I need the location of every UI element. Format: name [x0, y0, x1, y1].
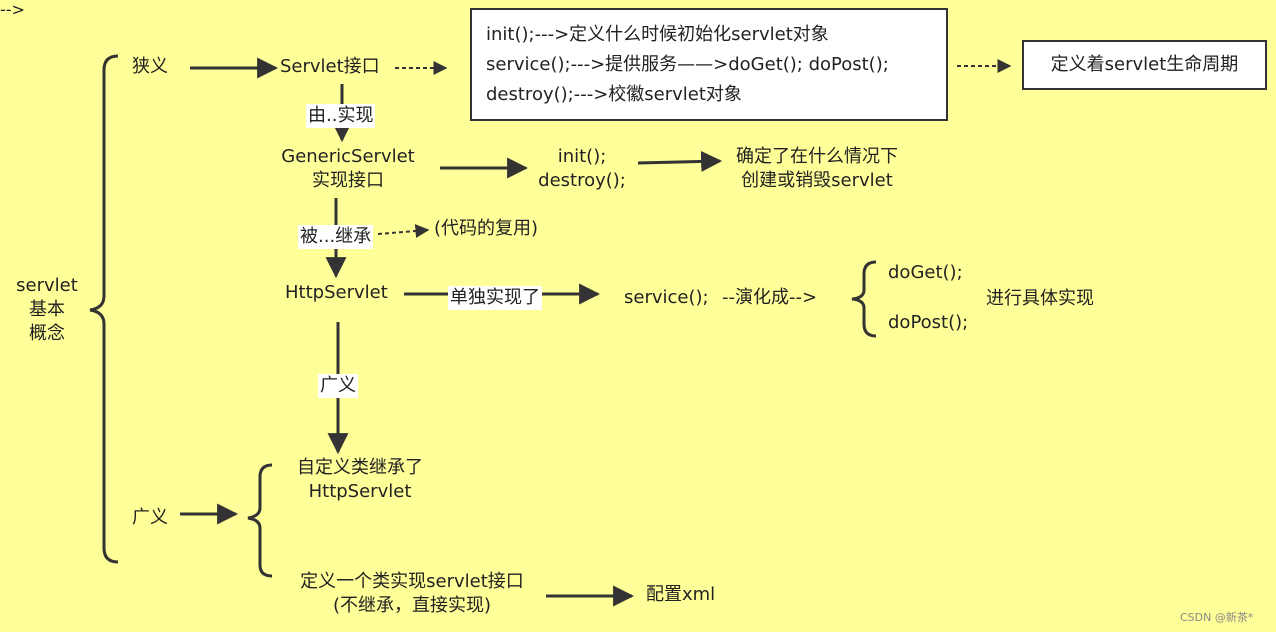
broad-label: 广义 [132, 507, 168, 528]
box-line-destroy: destroy();--->校徽servlet对象 [486, 84, 742, 105]
concrete-implementation-label: 进行具体实现 [986, 288, 1094, 309]
config-xml-node: 配置xml [646, 584, 716, 605]
box-line-init: init();--->定义什么时候初始化servlet对象 [486, 24, 829, 45]
box-line-service: service();--->提供服务——>doGet(); doPost(); [486, 54, 889, 75]
servlet-interface-node: Servlet接口 [280, 56, 380, 77]
lifecycle-summary-label: 定义着servlet生命周期 [1050, 54, 1239, 75]
root-label: servlet 基本 概念 [16, 275, 78, 344]
do-methods-brace [851, 260, 877, 338]
http-servlet-node: HttpServlet [285, 282, 388, 303]
edge-label-separately-implemented: 单独实现了 [448, 286, 542, 310]
service-node: service(); [624, 287, 709, 308]
narrow-label: 狭义 [132, 56, 168, 77]
lifecycle-summary-box: 定义着servlet生命周期 [1022, 40, 1267, 90]
lifecycle-methods-box: init();--->定义什么时候初始化servlet对象 service();… [470, 8, 948, 121]
watermark: CSDN @新茶* [1180, 611, 1254, 624]
code-reuse-note: (代码的复用) [434, 218, 539, 239]
root-brace [89, 54, 119, 564]
dashed-arrow-to-code-reuse [377, 224, 430, 238]
generic-servlet-node: GenericServlet 实现接口 [281, 146, 415, 191]
edge-label-inherited-by: 被...继承 [298, 225, 374, 249]
broad-brace [247, 463, 273, 578]
generic-description-node: 确定了在什么情况下 创建或销毁servlet [736, 146, 898, 191]
define-class-node: 定义一个类实现servlet接口 (不继承，直接实现) [300, 571, 524, 616]
generic-methods-node: init(); destroy(); [538, 146, 626, 191]
arrow-methods-to-desc [637, 150, 723, 172]
custom-class-node: 自定义类继承了 HttpServlet [297, 457, 423, 502]
evolves-into-label: --演化成--> [722, 287, 818, 308]
edge-label-broad: 广义 [318, 374, 358, 398]
edge-label-implemented-by: 由..实现 [306, 104, 376, 128]
doget-node: doGet(); [888, 262, 963, 283]
dopost-node: doPost(); [888, 312, 969, 333]
